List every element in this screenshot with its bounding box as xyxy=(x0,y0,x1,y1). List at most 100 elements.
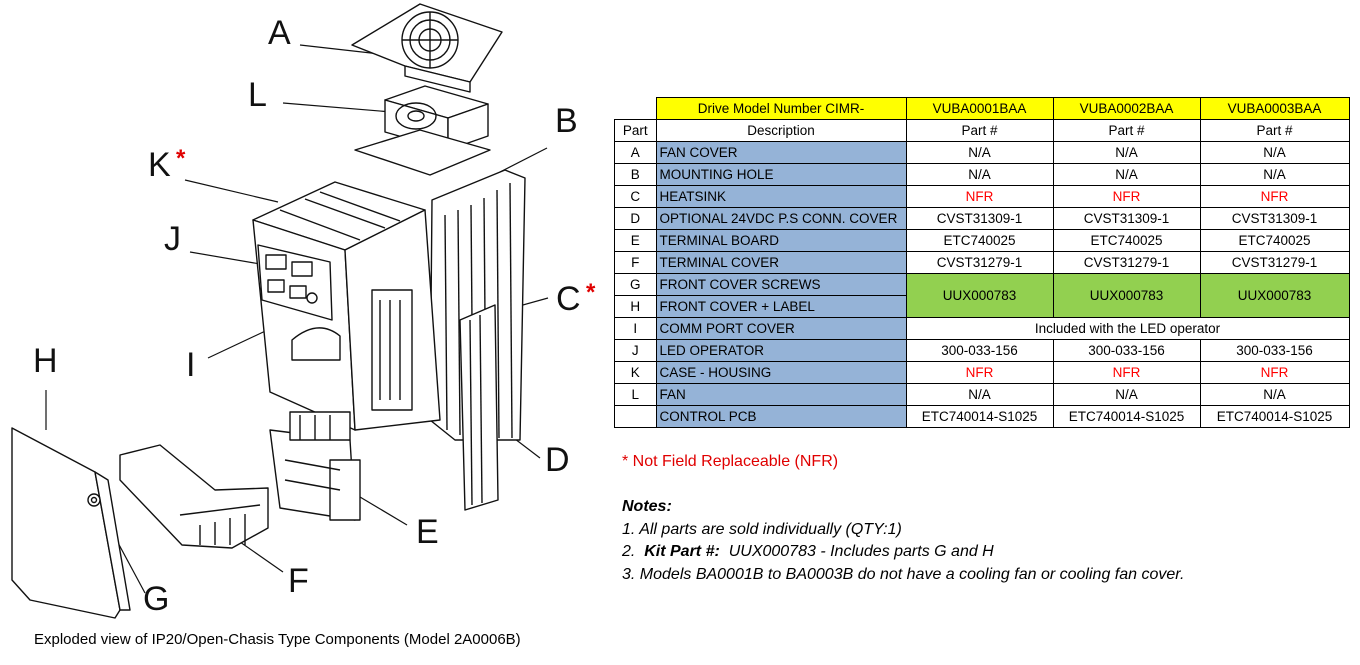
part-letter-cell: K xyxy=(614,361,657,384)
part-number-cell: ETC740025 xyxy=(905,229,1054,252)
part-number-cell: NFR xyxy=(1052,185,1201,208)
note-1: 1. All parts are sold individually (QTY:… xyxy=(622,520,902,538)
part-number-cell: N/A xyxy=(1199,383,1350,406)
part-number-cell: CVST31309-1 xyxy=(905,207,1054,230)
part-letter-cell: C xyxy=(614,185,657,208)
callout-e: E xyxy=(416,513,439,551)
part-number-cell: ETC740014-S1025 xyxy=(1052,405,1201,428)
callout-g: G xyxy=(143,580,170,618)
description-cell: FRONT COVER SCREWS xyxy=(655,273,907,296)
description-column-header: Description xyxy=(655,119,907,142)
part-number-cell: ETC740025 xyxy=(1199,229,1350,252)
note-2-prefix: 2. xyxy=(622,543,636,560)
part-number-cell: 300-033-156 xyxy=(1052,339,1201,362)
fan-cover-drawing xyxy=(351,3,503,93)
part-number-cell: CVST31309-1 xyxy=(1199,207,1350,230)
description-cell: OPTIONAL 24VDC P.S CONN. COVER xyxy=(655,207,907,230)
part-number-cell: ETC740014-S1025 xyxy=(905,405,1054,428)
part-letter-cell: B xyxy=(614,163,657,186)
callout-l: L xyxy=(248,76,267,114)
part-number-cell: 300-033-156 xyxy=(1199,339,1350,362)
part-num-header-2: Part # xyxy=(1052,119,1201,142)
part-letter-cell: E xyxy=(614,229,657,252)
part-letter-cell: F xyxy=(614,251,657,274)
kit-part-cell: UUX000783 xyxy=(1199,273,1350,318)
part-number-cell: NFR xyxy=(905,185,1054,208)
description-cell: TERMINAL COVER xyxy=(655,251,907,274)
part-letter-cell: D xyxy=(614,207,657,230)
kit-part-label: Kit Part #: xyxy=(644,543,720,560)
part-number-cell: CVST31279-1 xyxy=(905,251,1054,274)
part-number-cell: 300-033-156 xyxy=(905,339,1054,362)
part-letter-cell: G xyxy=(614,273,657,296)
callout-c: C xyxy=(556,280,581,318)
kit-part-cell: UUX000783 xyxy=(905,273,1054,318)
part-number-cell: N/A xyxy=(1199,141,1350,164)
description-cell: COMM PORT COVER xyxy=(655,317,907,340)
part-number-cell: CVST31279-1 xyxy=(1052,251,1201,274)
notes-title: Notes: xyxy=(622,498,672,515)
model-number-header: Drive Model Number CIMR- xyxy=(655,97,907,120)
part-num-header-1: Part # xyxy=(905,119,1054,142)
part-letter-cell: J xyxy=(614,339,657,362)
column-header-row: Part Description Part # Part # Part # xyxy=(614,119,1350,142)
part-letter-cell: I xyxy=(614,317,657,340)
part-number-cell: ETC740014-S1025 xyxy=(1199,405,1350,428)
note-2-text: UUX000783 - Includes parts G and H xyxy=(728,543,994,560)
model-header-row: Drive Model Number CIMR- VUBA0001BAA VUB… xyxy=(614,97,1350,120)
part-number-cell: ETC740025 xyxy=(1052,229,1201,252)
exploded-drawing xyxy=(11,3,549,619)
part-letter-cell: H xyxy=(614,295,657,318)
part-number-cell: NFR xyxy=(905,361,1054,384)
part-letter-cell: L xyxy=(614,383,657,406)
header-blank-cell xyxy=(614,97,657,120)
description-cell: MOUNTING HOLE xyxy=(655,163,907,186)
description-cell: FRONT COVER + LABEL xyxy=(655,295,907,318)
model-header-1: VUBA0001BAA xyxy=(905,97,1054,120)
part-column-header: Part xyxy=(614,119,657,142)
model-header-2: VUBA0002BAA xyxy=(1052,97,1201,120)
part-number-cell: N/A xyxy=(905,163,1054,186)
description-cell: FAN COVER xyxy=(655,141,907,164)
part-number-cell: N/A xyxy=(1199,163,1350,186)
part-number-cell: NFR xyxy=(1199,361,1350,384)
nfr-note: * Not Field Replaceable (NFR) xyxy=(622,453,839,470)
heatsink-drawing xyxy=(429,169,526,441)
diagram-caption: Exploded view of IP20/Open-Chasis Type C… xyxy=(34,631,521,648)
description-cell: HEATSINK xyxy=(655,185,907,208)
callout-h: H xyxy=(33,342,58,380)
part-number-cell: N/A xyxy=(905,383,1054,406)
description-cell: FAN xyxy=(655,383,907,406)
part-number-cell: CVST31279-1 xyxy=(1199,251,1350,274)
front-cover-drawing xyxy=(11,427,131,619)
part-letter-cell xyxy=(614,405,657,428)
part-number-cell: N/A xyxy=(1052,163,1201,186)
part-num-header-3: Part # xyxy=(1199,119,1350,142)
description-cell: CONTROL PCB xyxy=(655,405,907,428)
description-cell: LED OPERATOR xyxy=(655,339,907,362)
part-letter-cell: A xyxy=(614,141,657,164)
model-header-3: VUBA0003BAA xyxy=(1199,97,1350,120)
merged-part-cell: Included with the LED operator xyxy=(905,317,1350,340)
callout-j: J xyxy=(164,220,181,258)
callout-a: A xyxy=(268,14,291,52)
note-3: 3. Models BA0001B to BA0003B do not have… xyxy=(622,565,1185,583)
callout-f: F xyxy=(288,562,309,600)
terminal-cover-drawing xyxy=(119,444,269,549)
kit-part-cell: UUX000783 xyxy=(1052,273,1201,318)
conn-cover-drawing xyxy=(459,304,499,511)
part-number-cell: NFR xyxy=(1199,185,1350,208)
note-2: 2. Kit Part #: UUX000783 - Includes part… xyxy=(622,541,1184,564)
